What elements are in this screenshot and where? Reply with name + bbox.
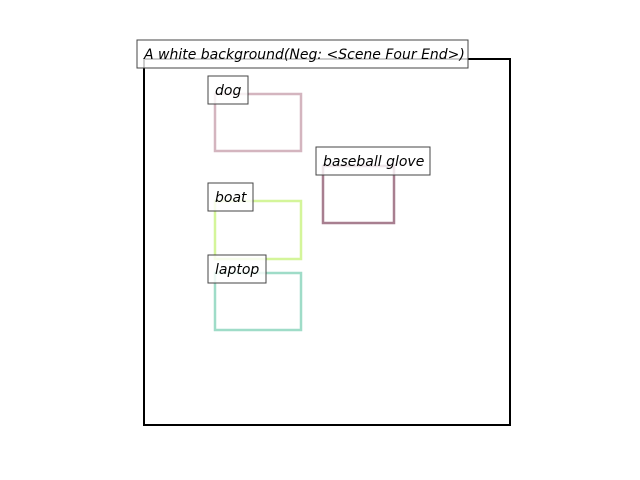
caption: A white background(Neg: <Scene Four End>… <box>136 39 469 69</box>
caption-box <box>136 39 469 69</box>
dog-label-box <box>207 75 249 105</box>
object-boat: boat <box>207 182 303 261</box>
laptop-label: laptop <box>215 262 259 278</box>
dog-bbox <box>213 92 303 153</box>
scene-frame <box>143 58 511 426</box>
boat-label-box <box>207 182 254 212</box>
object-laptop: laptop <box>207 254 303 332</box>
boat-label: boat <box>215 190 247 206</box>
baseball-glove-label: baseball glove <box>323 154 424 170</box>
laptop-label-box <box>207 254 267 284</box>
caption-text: A white background(Neg: <Scene Four End>… <box>143 47 465 63</box>
object-dog: dog <box>207 75 303 153</box>
baseball-glove-label-box <box>315 146 431 176</box>
dog-label: dog <box>215 83 241 99</box>
object-baseball-glove: baseball glove <box>315 146 431 225</box>
